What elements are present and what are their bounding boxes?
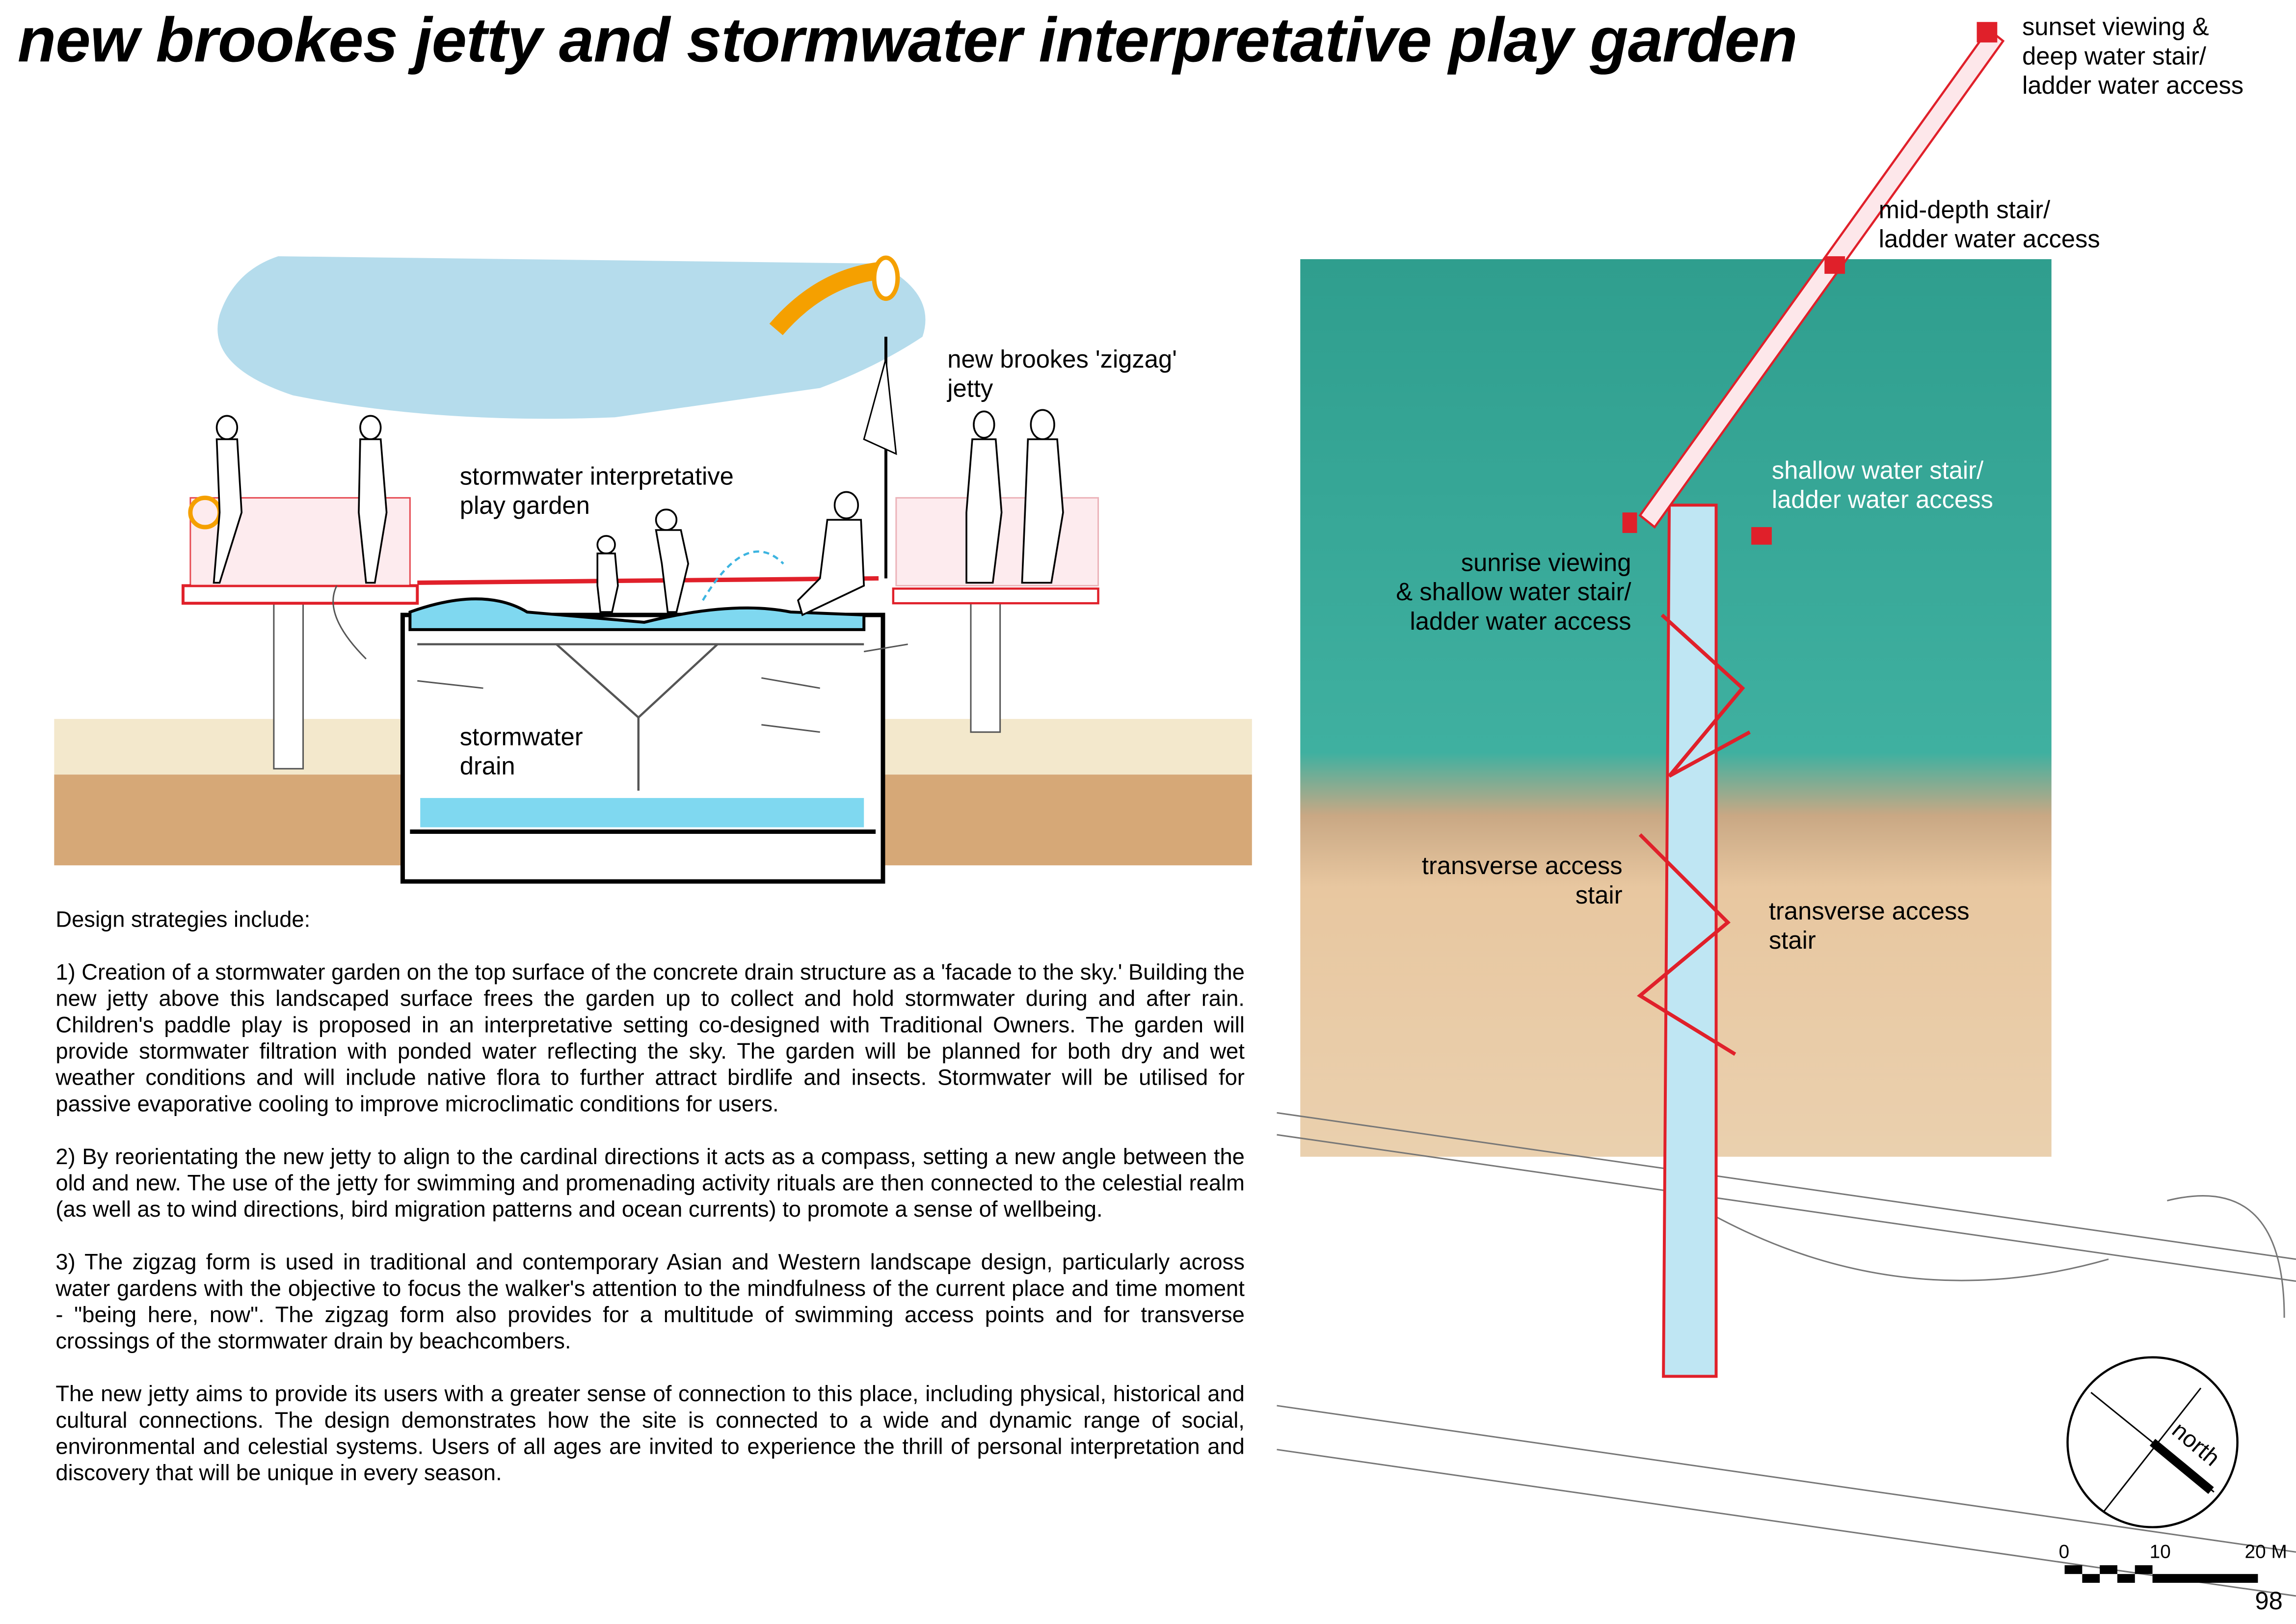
strategy-paragraph: 3) The zigzag form is used in traditiona…	[55, 1250, 1245, 1355]
airflow-arrows	[332, 585, 908, 733]
strategy-paragraph: The new jetty aims to provide its users …	[55, 1382, 1245, 1487]
scale-bar	[2064, 1565, 2258, 1583]
jump-arc	[702, 550, 784, 601]
people-figures-icon	[213, 409, 1064, 616]
page-title: new brookes jetty and stormwater interpr…	[17, 5, 1798, 77]
label-transverse-left: transverse access stair	[1421, 852, 1623, 909]
page-number: 98	[2255, 1587, 2283, 1615]
label-transverse-right: transverse access stair	[1768, 897, 1970, 955]
drain-body	[400, 612, 885, 884]
strategy-paragraph: 1) Creation of a stormwater garden on th…	[55, 960, 1245, 1118]
label-shallow: shallow water stair/ ladder water access	[1771, 456, 1993, 514]
promenade-outline	[1277, 1112, 2296, 1597]
label-play-garden: stormwater interpretative play garden	[459, 462, 734, 520]
strategy-paragraph: 2) By reorientating the new jetty to ali…	[55, 1145, 1245, 1223]
design-strategies-text: Design strategies include: 1) Creation o…	[55, 908, 1245, 1514]
jetty-zigzag	[1637, 613, 1751, 1056]
label-mid-depth: mid-depth stair/ ladder water access	[1878, 196, 2100, 254]
pier-right	[970, 599, 1001, 733]
label-sunset: sunset viewing & deep water stair/ ladde…	[2022, 13, 2244, 100]
scale-tick-20: 20 M	[2244, 1540, 2287, 1563]
scale-tick-10: 10	[2149, 1540, 2171, 1563]
jetty-deck-left	[181, 584, 419, 605]
jetty-diagonal	[1638, 27, 2005, 529]
strategies-heading: Design strategies include:	[55, 907, 311, 933]
label-drain: stormwater drain	[459, 723, 583, 781]
windsock-icon	[769, 262, 880, 335]
jetty-deck-right	[892, 587, 1099, 605]
garden-water	[408, 597, 866, 631]
compass-icon: north	[2066, 1356, 2239, 1528]
scale-tick-0: 0	[2058, 1540, 2070, 1563]
sky-cloud	[217, 256, 926, 419]
drain-water	[420, 798, 864, 827]
pier-left	[273, 599, 304, 770]
jetty-deck-middle	[417, 576, 879, 585]
label-jetty: new brookes 'zigzag' jetty	[947, 346, 1177, 403]
section-drawing	[54, 255, 1252, 884]
label-sunrise: sunrise viewing & shallow water stair/ l…	[1396, 549, 1631, 636]
drain-channel	[1662, 504, 1718, 1378]
